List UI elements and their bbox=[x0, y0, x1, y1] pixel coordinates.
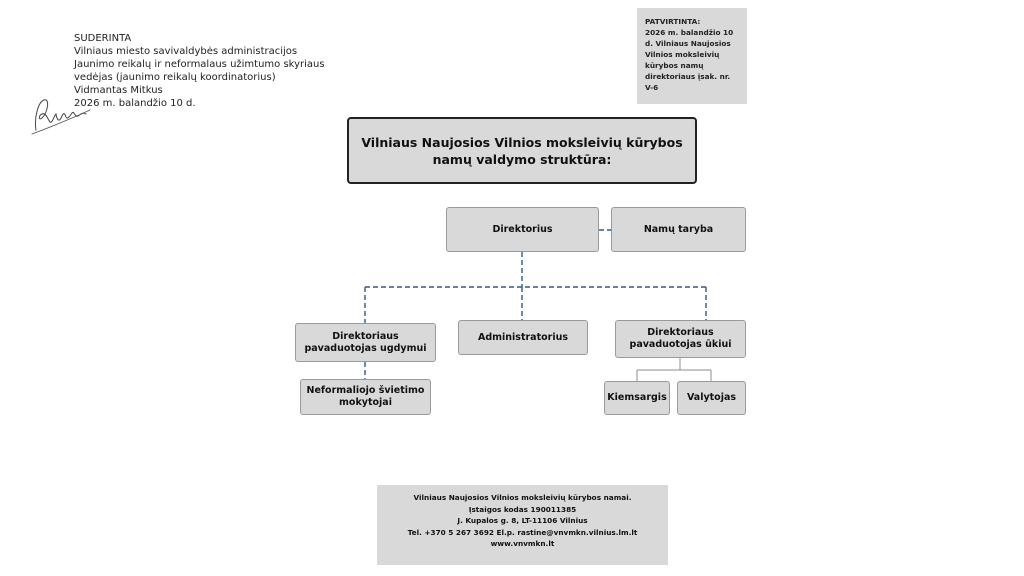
diagram-title: Vilniaus Naujosios Vilnios moksleivių kū… bbox=[347, 117, 697, 184]
node-nonformal-teachers: Neformaliojo švietimo mokytojai bbox=[300, 379, 431, 415]
agreement-line: vedėjas (jaunimo reikalų koordinatorius) bbox=[74, 72, 276, 83]
node-janitor-label: Kiemsargis bbox=[607, 392, 667, 403]
approval-line: d. Vilniaus Naujosios bbox=[645, 39, 731, 48]
node-nonformal-teachers-label: Neformaliojo švietimo mokytojai bbox=[306, 385, 425, 408]
approval-line: direktoriaus įsak. nr. bbox=[645, 72, 731, 81]
diagram-title-text: Vilniaus Naujosios Vilnios moksleivių kū… bbox=[361, 134, 683, 167]
footer-line: www.vnvmkn.lt bbox=[490, 539, 555, 548]
node-janitor: Kiemsargis bbox=[604, 381, 670, 415]
node-director: Direktorius bbox=[446, 207, 599, 252]
node-director-label: Direktorius bbox=[492, 223, 553, 235]
node-deputy-education: Direktoriaus pavaduotojas ugdymui bbox=[295, 323, 436, 362]
node-deputy-economic-label: Direktoriaus pavaduotojas ūkiui bbox=[629, 327, 732, 350]
footer-line: J. Kupalos g. 8, LT-11106 Vilnius bbox=[457, 516, 588, 525]
node-cleaner: Valytojas bbox=[677, 381, 746, 415]
signature bbox=[31, 99, 91, 135]
agreement-line: Jaunimo reikalų ir neformalaus užimtumo … bbox=[74, 59, 325, 70]
node-cleaner-label: Valytojas bbox=[686, 392, 737, 403]
footer-line: Vilniaus Naujosios Vilnios moksleivių kū… bbox=[413, 493, 632, 502]
footer-contact-block: Vilniaus Naujosios Vilnios moksleivių kū… bbox=[377, 485, 668, 565]
node-deputy-economic: Direktoriaus pavaduotojas ūkiui bbox=[615, 320, 746, 358]
node-house-council: Namų taryba bbox=[611, 207, 746, 252]
agreement-line: 2026 m. balandžio 10 d. bbox=[74, 98, 196, 109]
approval-line: PATVIRTINTA: bbox=[645, 17, 701, 26]
node-deputy-education-label: Direktoriaus pavaduotojas ugdymui bbox=[304, 330, 427, 354]
agreement-line: Vilniaus miesto savivaldybės administrac… bbox=[74, 46, 298, 57]
approval-line: Vilnios moksleivių bbox=[645, 50, 720, 59]
approval-line: V-6 bbox=[645, 83, 659, 92]
agreement-block: SUDERINTA Vilniaus miesto savivaldybės a… bbox=[74, 32, 325, 110]
approval-line: kūrybos namų bbox=[645, 61, 704, 70]
approval-block: PATVIRTINTA: 2026 m. balandžio 10 d. Vil… bbox=[637, 8, 747, 104]
agreement-line: SUDERINTA bbox=[74, 33, 132, 44]
node-house-council-label: Namų taryba bbox=[643, 223, 714, 235]
node-administrator-label: Administratorius bbox=[477, 331, 569, 343]
footer-line: Tel. +370 5 267 3692 El.p. rastine@vnvmk… bbox=[407, 527, 638, 537]
approval-line: 2026 m. balandžio 10 bbox=[645, 28, 734, 37]
agreement-line: Vidmantas Mitkus bbox=[74, 85, 163, 96]
node-administrator: Administratorius bbox=[458, 320, 588, 355]
footer-line: Įstaigos kodas 190011385 bbox=[468, 504, 577, 514]
